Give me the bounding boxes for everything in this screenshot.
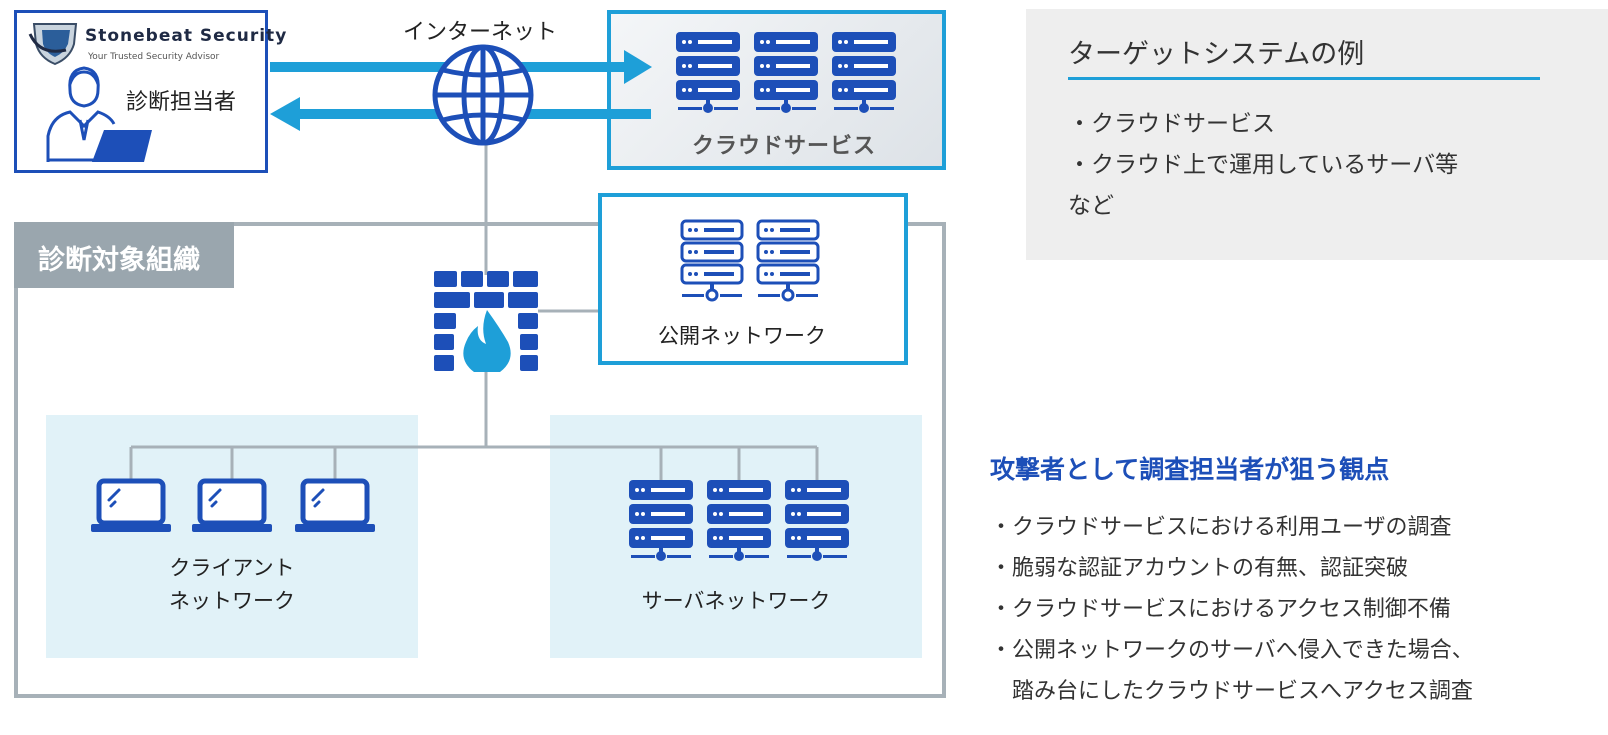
tester-label: 診断担当者 bbox=[126, 90, 237, 115]
target-item: など bbox=[1068, 193, 1114, 219]
attacker-perspective-item: ・公開ネットワークのサーバへ侵入できた場合、 bbox=[990, 638, 1474, 663]
public-network-label: 公開ネットワーク bbox=[658, 324, 826, 348]
attacker-perspective-item: 踏み台にしたクラウドサービスへアクセス調査 bbox=[990, 679, 1473, 704]
server-icon bbox=[785, 480, 849, 561]
client-laptop-icon bbox=[192, 481, 272, 532]
person-with-laptop-icon bbox=[46, 66, 152, 162]
attacker-perspective-item: ・クラウドサービスにおけるアクセス制御不備 bbox=[990, 597, 1451, 622]
internet-label: インターネット bbox=[403, 20, 558, 45]
attacker-perspective-title: 攻撃者として調査担当者が狙う観点 bbox=[990, 455, 1390, 484]
client-network-label-line2: ネットワーク bbox=[169, 589, 295, 613]
client-laptop-icon bbox=[91, 481, 171, 532]
organization-title-badge bbox=[14, 222, 234, 288]
firewall-icon bbox=[434, 271, 538, 372]
client-laptop-icon bbox=[295, 481, 375, 532]
target-title-underline bbox=[1068, 77, 1540, 80]
cloud-server-icon bbox=[832, 32, 896, 113]
connection-lines bbox=[129, 140, 819, 482]
cloud-service-label: クラウドサービス bbox=[692, 134, 877, 159]
globe-icon bbox=[432, 44, 534, 146]
target-item: ・クラウド上で運用しているサーバ等 bbox=[1068, 152, 1459, 178]
server-network-label: サーバネットワーク bbox=[641, 589, 831, 613]
target-systems-panel bbox=[1026, 9, 1608, 260]
brand-tagline: Your Trusted Security Advisor bbox=[88, 52, 220, 62]
shield-logo-icon bbox=[28, 23, 78, 66]
brand-name: Stonebeat Security bbox=[85, 26, 288, 46]
attacker-perspective-item: ・クラウドサービスにおける利用ユーザの調査 bbox=[990, 515, 1452, 540]
public-server-icon bbox=[756, 219, 820, 302]
target-item: ・クラウドサービス bbox=[1068, 111, 1275, 137]
server-icon bbox=[707, 480, 771, 561]
target-systems-title: ターゲットシステムの例 bbox=[1068, 39, 1365, 70]
organization-title: 診断対象組織 bbox=[38, 245, 200, 276]
cloud-server-icon bbox=[676, 32, 740, 113]
server-icon bbox=[629, 480, 693, 561]
attacker-perspective-item: ・脆弱な認証アカウントの有無、認証突破 bbox=[990, 556, 1409, 581]
public-server-icon bbox=[680, 219, 744, 302]
cloud-server-icon bbox=[754, 32, 818, 113]
public-network-box bbox=[598, 193, 908, 365]
organization-frame bbox=[14, 222, 946, 698]
client-network-label: クライアント ネットワーク bbox=[46, 552, 418, 618]
client-network-label-line1: クライアント bbox=[169, 556, 295, 580]
